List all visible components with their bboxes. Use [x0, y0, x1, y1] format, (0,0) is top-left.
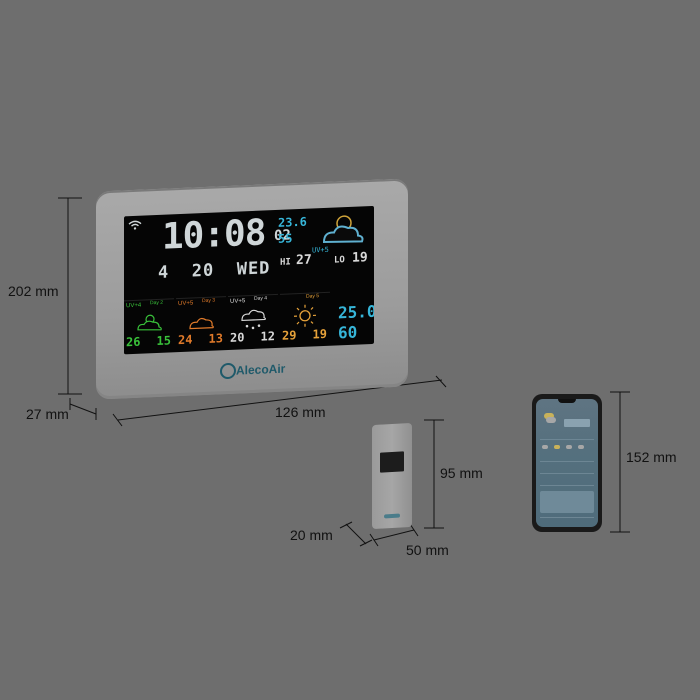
sensor-width-label: 50 mm: [406, 542, 449, 558]
sun-cloud-icon: [322, 215, 364, 243]
station-depth-label: 27 mm: [26, 406, 69, 422]
outdoor-sensor: [372, 422, 412, 530]
forecast-day-2: UV+4 Day 2 26 15: [124, 298, 174, 354]
weather-station: 10:08 02 4 20 WED 23.6 55 UV+5 HI 27 LO …: [96, 178, 408, 400]
sun-icon: [554, 445, 560, 449]
indoor-temp: 23.6: [278, 214, 307, 230]
cloud-icon: [546, 417, 556, 423]
station-height-label: 202 mm: [8, 283, 59, 299]
phone-height-label: 152 mm: [626, 449, 677, 465]
forecast-day-3: UV+5 Day 3 24 13: [176, 296, 226, 352]
cloud-icon: [542, 445, 548, 449]
station-display: 10:08 02 4 20 WED 23.6 55 UV+5 HI 27 LO …: [124, 205, 374, 355]
sun-icon: [544, 413, 554, 419]
phone-app-screen: [536, 399, 598, 527]
station-width-label: 126 mm: [275, 404, 326, 420]
forecast-day-4: UV+5 Day 4 20 12: [228, 293, 278, 350]
indoor-humidity: 55: [278, 231, 293, 246]
lo-temp: 19: [352, 250, 368, 266]
brand-name: AlecoAir: [236, 361, 286, 378]
clock-time: 10:08: [162, 212, 266, 258]
outdoor-temp: 25.0: [338, 301, 374, 323]
lo-label: LO: [334, 255, 345, 266]
cloud-icon: [566, 445, 572, 449]
sensor-display: [380, 451, 404, 473]
date-day: 20: [191, 260, 215, 282]
sensor-depth-label: 20 mm: [290, 527, 333, 543]
wifi-icon: [128, 220, 142, 230]
hi-temp: 27: [296, 252, 312, 269]
sensor-height-label: 95 mm: [440, 465, 483, 481]
rain-cloud-icon: [241, 309, 266, 330]
hi-label: HI: [280, 257, 291, 268]
sensor-logo-icon: [384, 513, 400, 519]
cloud-icon: [189, 317, 214, 330]
forecast-day-5: Day 5 29 19: [280, 291, 330, 347]
app-readout: [564, 419, 590, 427]
sun-cloud-icon: [137, 314, 162, 331]
date-month: 4: [158, 262, 170, 283]
sun-icon: [294, 304, 316, 327]
phone-notch: [558, 399, 576, 403]
smartphone: [532, 394, 602, 532]
app-card: [540, 491, 594, 513]
uv-index: UV+5: [312, 245, 329, 255]
weekday: WED: [236, 258, 271, 280]
outdoor-humidity: 60: [338, 322, 358, 343]
cloud-icon: [578, 445, 584, 449]
date-row: 4 20 WED: [158, 258, 270, 283]
